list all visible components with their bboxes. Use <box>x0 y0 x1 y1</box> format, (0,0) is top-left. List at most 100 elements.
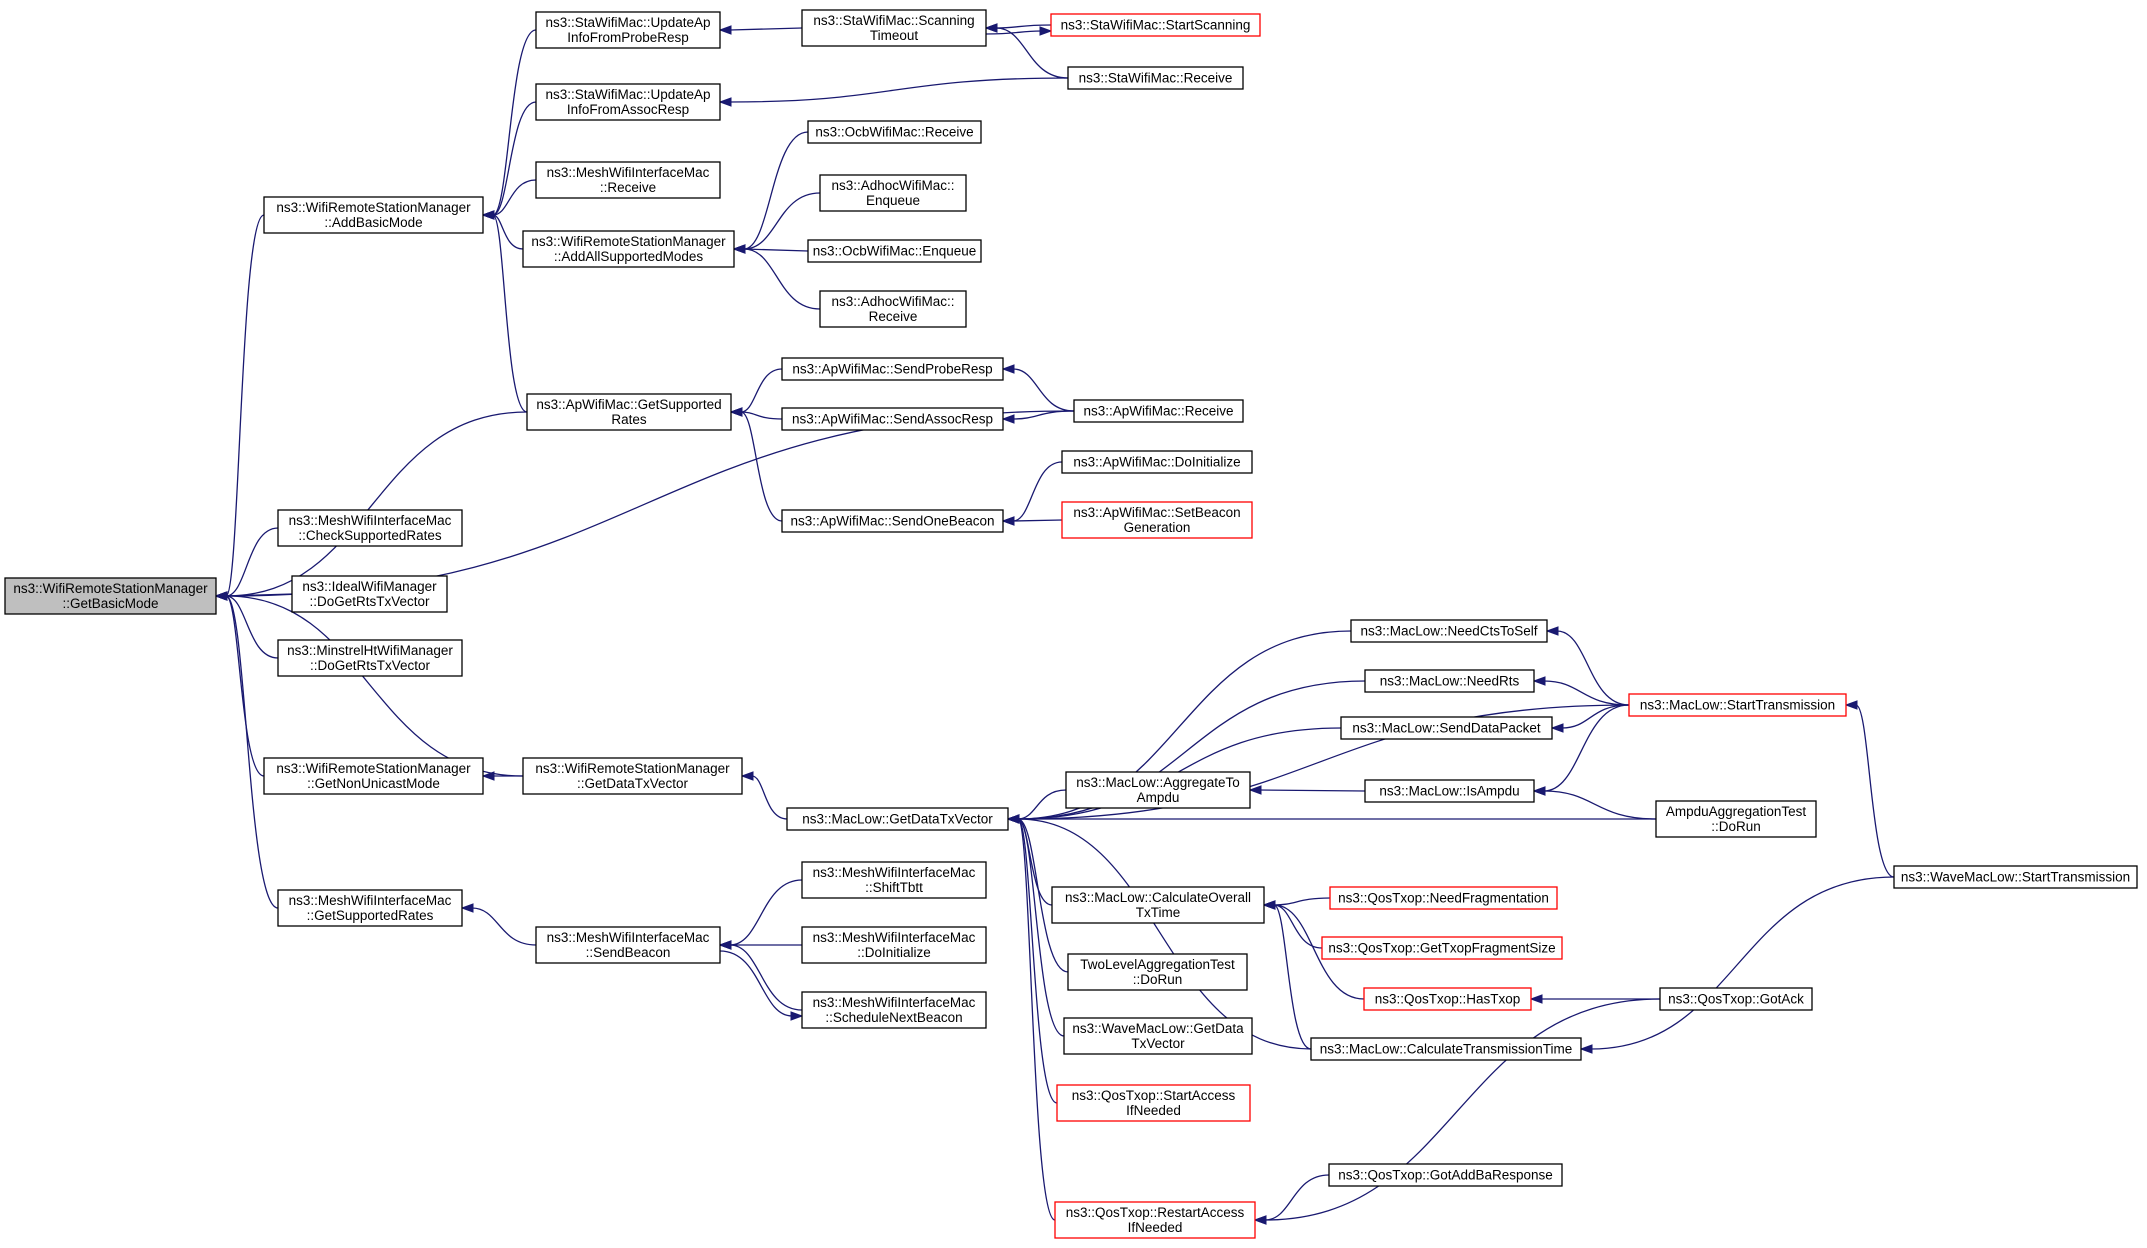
edge-line <box>492 29 537 216</box>
graph-node-n6[interactable]: ns3::WifiRemoteStationManager::GetNonUni… <box>263 757 484 795</box>
graph-node-n39[interactable]: TwoLevelAggregationTest::DoRun <box>1067 953 1248 991</box>
edge-line <box>1590 876 1895 1050</box>
graph-node-n45[interactable]: ns3::QosTxop::HasTxop <box>1363 987 1532 1011</box>
node-box <box>807 120 982 144</box>
graph-node-n18[interactable]: ns3::OcbWifiMac::Enqueue <box>807 239 982 263</box>
node-label: ns3::OcbWifiMac::Enqueue <box>813 244 977 259</box>
edge-arrowhead <box>214 591 228 601</box>
graph-node-n37[interactable]: AmpduAggregationTest::DoRun <box>1655 800 1817 838</box>
edge-arrowhead <box>1550 723 1564 733</box>
node-box <box>801 991 987 1029</box>
node-label: ns3::WifiRemoteStationManager <box>276 761 471 776</box>
edge-arrowhead <box>1579 1044 1593 1054</box>
graph-node-n36[interactable]: ns3::MacLow::StartTransmission <box>1628 693 1847 717</box>
graph-node-n44[interactable]: ns3::QosTxop::GetTxopFragmentSize <box>1321 936 1563 960</box>
graph-node-n35[interactable]: ns3::MacLow::IsAmpdu <box>1364 779 1535 803</box>
edge-line <box>225 410 1075 597</box>
graph-node-n26[interactable]: ns3::MacLow::GetDataTxVector <box>786 807 1009 831</box>
edge-n27-n28 <box>718 879 803 950</box>
graph-node-n32[interactable]: ns3::MacLow::NeedRts <box>1364 669 1535 693</box>
edge-n22-n24 <box>1001 461 1063 526</box>
node-label: ns3::StaWifiMac::Scanning <box>813 13 974 28</box>
node-label: IfNeeded <box>1128 1220 1183 1235</box>
node-label: ns3::ApWifiMac::SendAssocResp <box>792 412 993 427</box>
edge-line <box>1273 897 1331 906</box>
edge-line <box>740 411 783 522</box>
edge-n7-n26 <box>740 771 788 820</box>
graph-node-n17[interactable]: ns3::AdhocWifiMac::Enqueue <box>819 174 967 212</box>
edge-arrowhead <box>1001 516 1015 526</box>
edge-line <box>995 27 1069 79</box>
edge-line <box>1017 630 1352 820</box>
graph-node-n20[interactable]: ns3::ApWifiMac::SendProbeResp <box>781 357 1004 381</box>
node-box <box>1321 936 1563 960</box>
edge-line <box>729 879 803 946</box>
graph-node-n31[interactable]: ns3::MacLow::NeedCtsToSelf <box>1350 619 1548 643</box>
node-box <box>1065 771 1251 809</box>
edge-line <box>1012 519 1063 522</box>
graph-node-n27[interactable]: ns3::MeshWifiInterfaceMac::SendBeacon <box>535 926 721 964</box>
graph-node-n12[interactable]: ns3::WifiRemoteStationManager::AddAllSup… <box>522 230 735 268</box>
node-box <box>535 11 721 49</box>
graph-node-n29[interactable]: ns3::MeshWifiInterfaceMac::DoInitialize <box>801 926 987 964</box>
node-box <box>1054 1201 1256 1239</box>
node-label: ns3::MeshWifiInterfaceMac <box>547 930 710 945</box>
graph-node-n8[interactable]: ns3::MeshWifiInterfaceMac::GetSupportedR… <box>277 889 463 927</box>
graph-node-n30[interactable]: ns3::MeshWifiInterfaceMac::ScheduleNextB… <box>801 991 987 1029</box>
node-box <box>1056 1084 1251 1122</box>
node-box <box>522 230 735 268</box>
graph-node-n19[interactable]: ns3::AdhocWifiMac::Receive <box>819 290 967 328</box>
graph-node-n10[interactable]: ns3::StaWifiMac::UpdateApInfoFromAssocRe… <box>535 83 721 121</box>
node-box <box>1051 886 1265 924</box>
graph-node-n2[interactable]: ns3::ApWifiMac::GetSupportedRates <box>526 393 732 431</box>
graph-node-n1[interactable]: ns3::WifiRemoteStationManager::AddBasicM… <box>263 196 484 234</box>
node-label: ::AddAllSupportedModes <box>554 249 704 264</box>
edge-line <box>743 131 809 250</box>
graph-node-n43[interactable]: ns3::QosTxop::NeedFragmentation <box>1329 886 1558 910</box>
graph-node-n0[interactable]: ns3::WifiRemoteStationManager::GetBasicM… <box>4 577 217 615</box>
node-label: ns3::QosTxop::GotAck <box>1668 992 1804 1007</box>
graph-node-n5[interactable]: ns3::MinstrelHtWifiManager::DoGetRtsTxVe… <box>277 639 463 677</box>
graph-node-n28[interactable]: ns3::MeshWifiInterfaceMac::ShiftTbtt <box>801 861 987 899</box>
graph-node-n33[interactable]: ns3::MacLow::SendDataPacket <box>1340 716 1553 740</box>
edge-line <box>471 907 537 946</box>
edge-line <box>225 595 279 909</box>
node-box <box>277 889 463 927</box>
node-box <box>277 639 463 677</box>
edge-line <box>1017 704 1630 820</box>
graph-node-n16[interactable]: ns3::OcbWifiMac::Receive <box>807 120 982 144</box>
node-box <box>4 577 217 615</box>
graph-node-n49[interactable]: ns3::WaveMacLow::StartTransmission <box>1893 865 2138 889</box>
graph-node-n21[interactable]: ns3::ApWifiMac::SendAssocResp <box>781 407 1004 431</box>
graph-node-n40[interactable]: ns3::WaveMacLow::GetDataTxVector <box>1063 1017 1253 1055</box>
graph-node-n14[interactable]: ns3::StaWifiMac::StartScanning <box>1050 13 1261 37</box>
graph-node-n4[interactable]: ns3::IdealWifiManager::DoGetRtsTxVector <box>291 575 448 613</box>
edge-n0-n23 <box>214 410 1075 601</box>
graph-node-n15[interactable]: ns3::StaWifiMac::Receive <box>1067 66 1244 90</box>
graph-node-n24[interactable]: ns3::ApWifiMac::DoInitialize <box>1061 450 1253 474</box>
graph-node-n47[interactable]: ns3::QosTxop::GotAck <box>1659 987 1813 1011</box>
node-box <box>1363 987 1532 1011</box>
graph-node-n48[interactable]: ns3::QosTxop::GotAddBaResponse <box>1328 1163 1563 1187</box>
graph-node-n22[interactable]: ns3::ApWifiMac::SendOneBeacon <box>781 509 1004 533</box>
node-box <box>1655 800 1817 838</box>
graph-node-n7[interactable]: ns3::WifiRemoteStationManager::GetDataTx… <box>522 757 743 795</box>
graph-node-n3[interactable]: ns3::MeshWifiInterfaceMac::CheckSupporte… <box>277 509 463 547</box>
graph-node-n9[interactable]: ns3::StaWifiMac::UpdateApInfoFromProbeRe… <box>535 11 721 49</box>
node-box <box>1067 66 1244 90</box>
edge-n33-n36 <box>1550 704 1630 733</box>
edge-arrowhead <box>1545 626 1559 636</box>
edge-arrowhead <box>1001 414 1015 424</box>
graph-node-n46[interactable]: ns3::MacLow::CalculateTransmissionTime <box>1310 1037 1582 1061</box>
node-box <box>1073 399 1244 423</box>
graph-node-n23[interactable]: ns3::ApWifiMac::Receive <box>1073 399 1244 423</box>
node-label: TxVector <box>1131 1036 1185 1051</box>
edge-line <box>1012 410 1075 420</box>
graph-node-n11[interactable]: ns3::MeshWifiInterfaceMac::Receive <box>535 161 721 199</box>
